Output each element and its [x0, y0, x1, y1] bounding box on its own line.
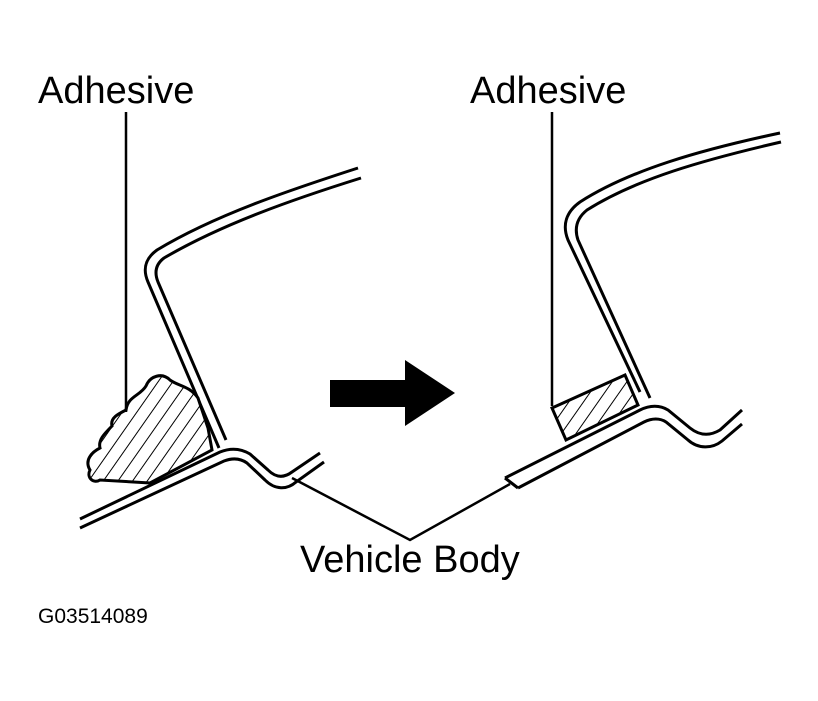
right-panel	[504, 112, 782, 490]
right-adhesive-bead	[550, 373, 640, 443]
vehicle-body-label: Vehicle Body	[300, 539, 520, 581]
vehicle-body-leader	[291, 476, 511, 542]
left-body-flange-inner	[79, 457, 325, 530]
right-body-flange-inner	[517, 417, 743, 490]
adhesive-label-right: Adhesive	[470, 70, 627, 112]
left-panel	[79, 112, 362, 530]
right-glass-outline	[563, 131, 781, 393]
left-glass-outline	[143, 166, 359, 449]
figure-code: G03514089	[38, 605, 148, 628]
right-flange-tip	[504, 476, 519, 490]
right-glass-inner-outline	[574, 140, 782, 399]
right-arrow-icon	[330, 360, 455, 426]
right-body-flange-outer	[504, 404, 744, 480]
adhesive-label-left: Adhesive	[38, 70, 195, 112]
left-adhesive-bead	[86, 374, 214, 485]
left-glass-inner-outline	[154, 176, 362, 441]
left-body-flange-outer	[79, 447, 321, 521]
